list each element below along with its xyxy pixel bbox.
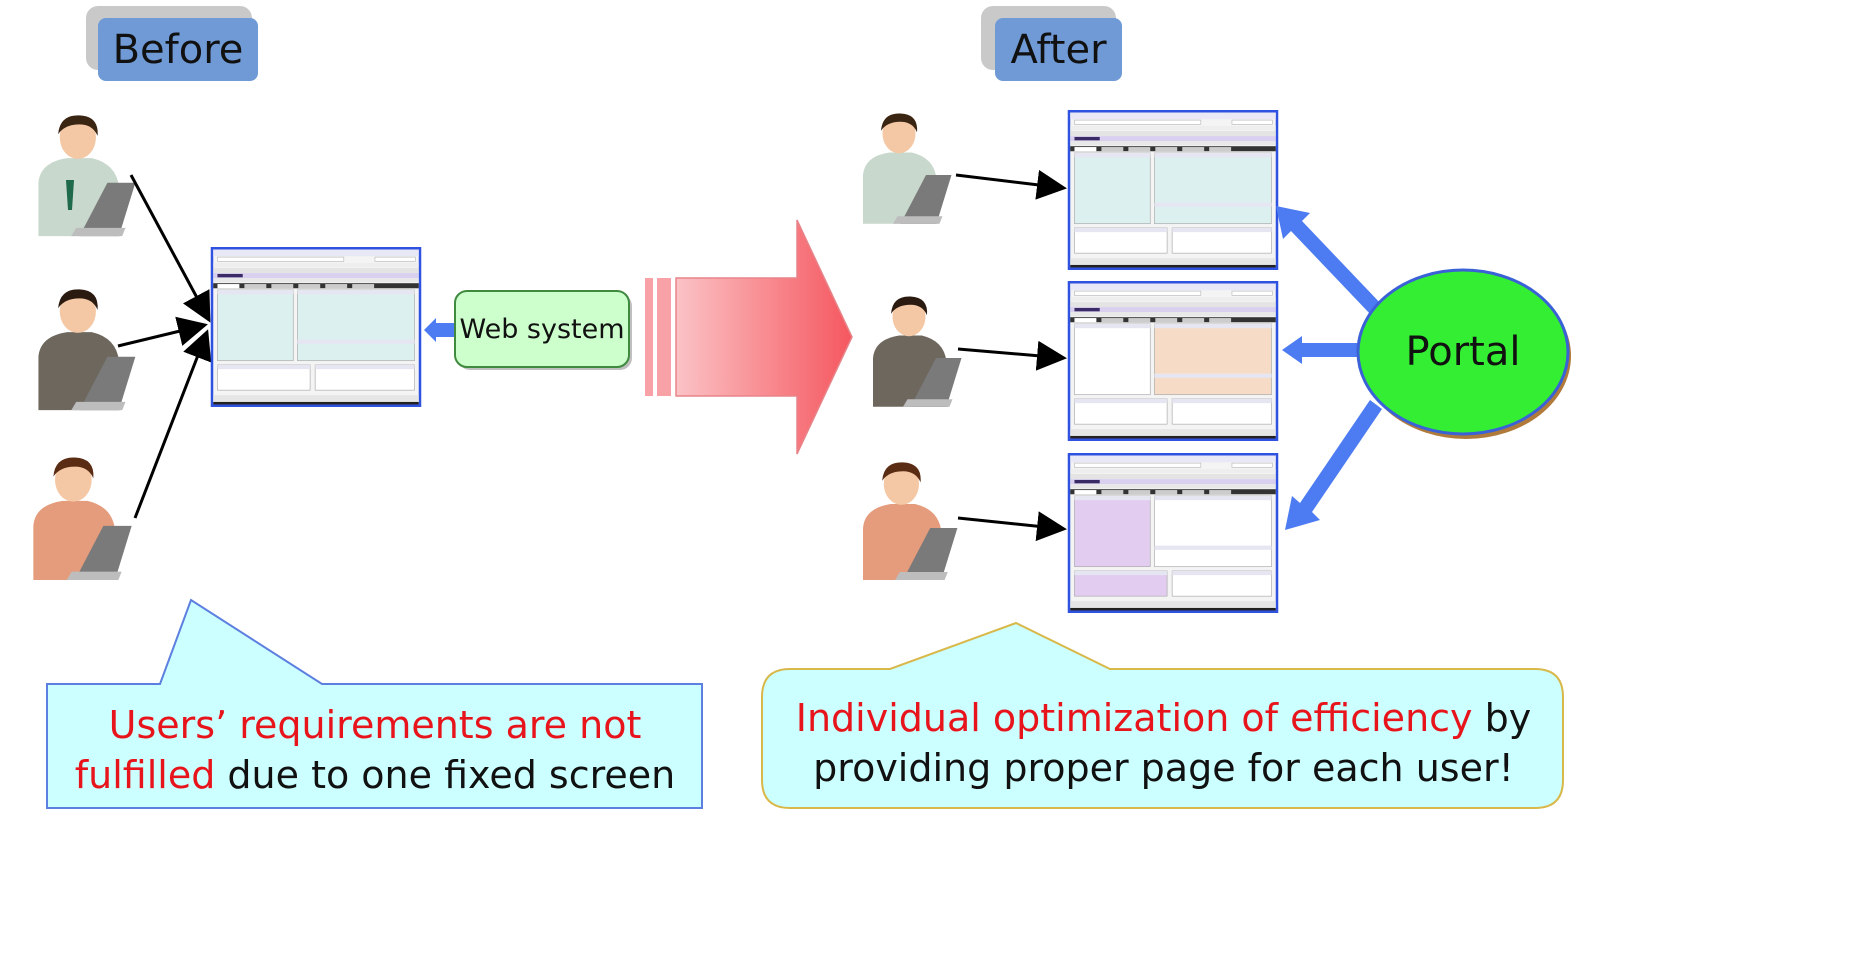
after-tab: After [995,18,1122,81]
before-callout-text: Users’ requirements are not fulfilled du… [50,700,700,800]
before-callout-rest: due to one fixed screen [215,753,676,797]
portal-label: Portal [1405,329,1521,375]
user-woman2-before [33,457,132,580]
after-callout-highlight: Individual optimization of efficiency [795,696,1473,740]
fixed-screen-before [210,247,422,407]
callout-shape-before [46,598,703,809]
custom-screen-3 [1067,453,1279,613]
after-callout-rest-line2: providing proper page for each user! [813,746,1514,790]
custom-screen-2 [1067,281,1279,441]
transition-big-arrow [645,219,853,455]
after-callout-rest-line1: by [1472,696,1532,740]
user-woman2-after [863,462,958,580]
web-system-arrow [424,318,462,342]
user-man-before [38,115,136,237]
user-to-screen-arrows-after [955,169,1067,542]
before-callout-highlight-line1: Users’ requirements are not [108,703,642,747]
after-callout-text: Individual optimization of efficiency by… [766,693,1561,793]
user-woman-before [38,289,136,411]
before-tab: Before [98,18,258,81]
user-to-screen-arrows-before [117,174,212,519]
callout-shape-after [761,621,1564,809]
custom-screen-1 [1067,110,1279,270]
web-system-label: Web system [459,313,625,345]
portal-arrows [1276,206,1383,530]
user-woman-after [873,296,962,407]
user-man-after [863,113,952,224]
before-callout-highlight-line2: fulfilled [74,753,216,797]
